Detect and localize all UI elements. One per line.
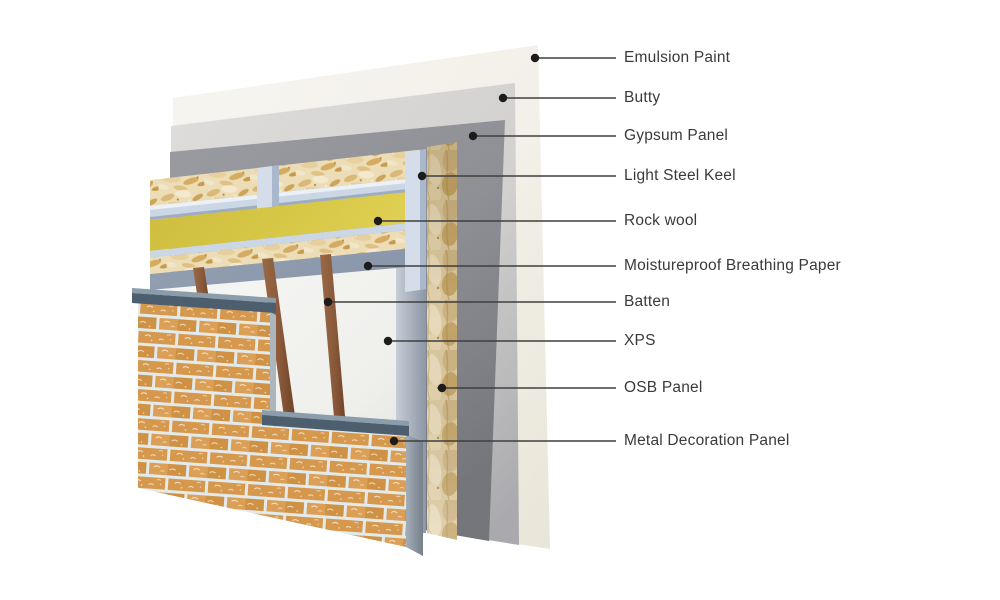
coping-upper-front <box>132 293 276 313</box>
steel-keel-column-side <box>420 149 426 290</box>
moistureproof-paper <box>150 247 426 290</box>
steel-keel-top-rail-shadow <box>150 187 426 220</box>
leader-dot <box>498 93 508 103</box>
coping-lower-front <box>262 415 409 436</box>
leader-dot <box>437 383 447 393</box>
metal-panel-step-edge <box>270 312 276 427</box>
metal-panel-right-return <box>406 434 423 556</box>
coping-lower-top <box>262 410 409 426</box>
leader-dot <box>530 53 540 63</box>
coping-upper-top <box>132 288 276 303</box>
rock-wool-fiber-upper <box>150 149 426 206</box>
steel-keel-top-rail-highlight <box>150 177 426 210</box>
rock-wool-board <box>150 190 426 251</box>
leader-layer <box>323 53 616 446</box>
leader-dot <box>373 216 383 226</box>
leader-dot <box>468 131 478 141</box>
leader-dot <box>383 336 393 346</box>
rock-wool-fiber-lower <box>150 228 426 274</box>
batten-right <box>320 254 346 429</box>
leader-dot <box>417 171 427 181</box>
steel-keel-bottom-rail <box>150 221 426 258</box>
leader-dot <box>323 297 333 307</box>
leader-dot <box>389 436 399 446</box>
leader-dot <box>363 261 373 271</box>
